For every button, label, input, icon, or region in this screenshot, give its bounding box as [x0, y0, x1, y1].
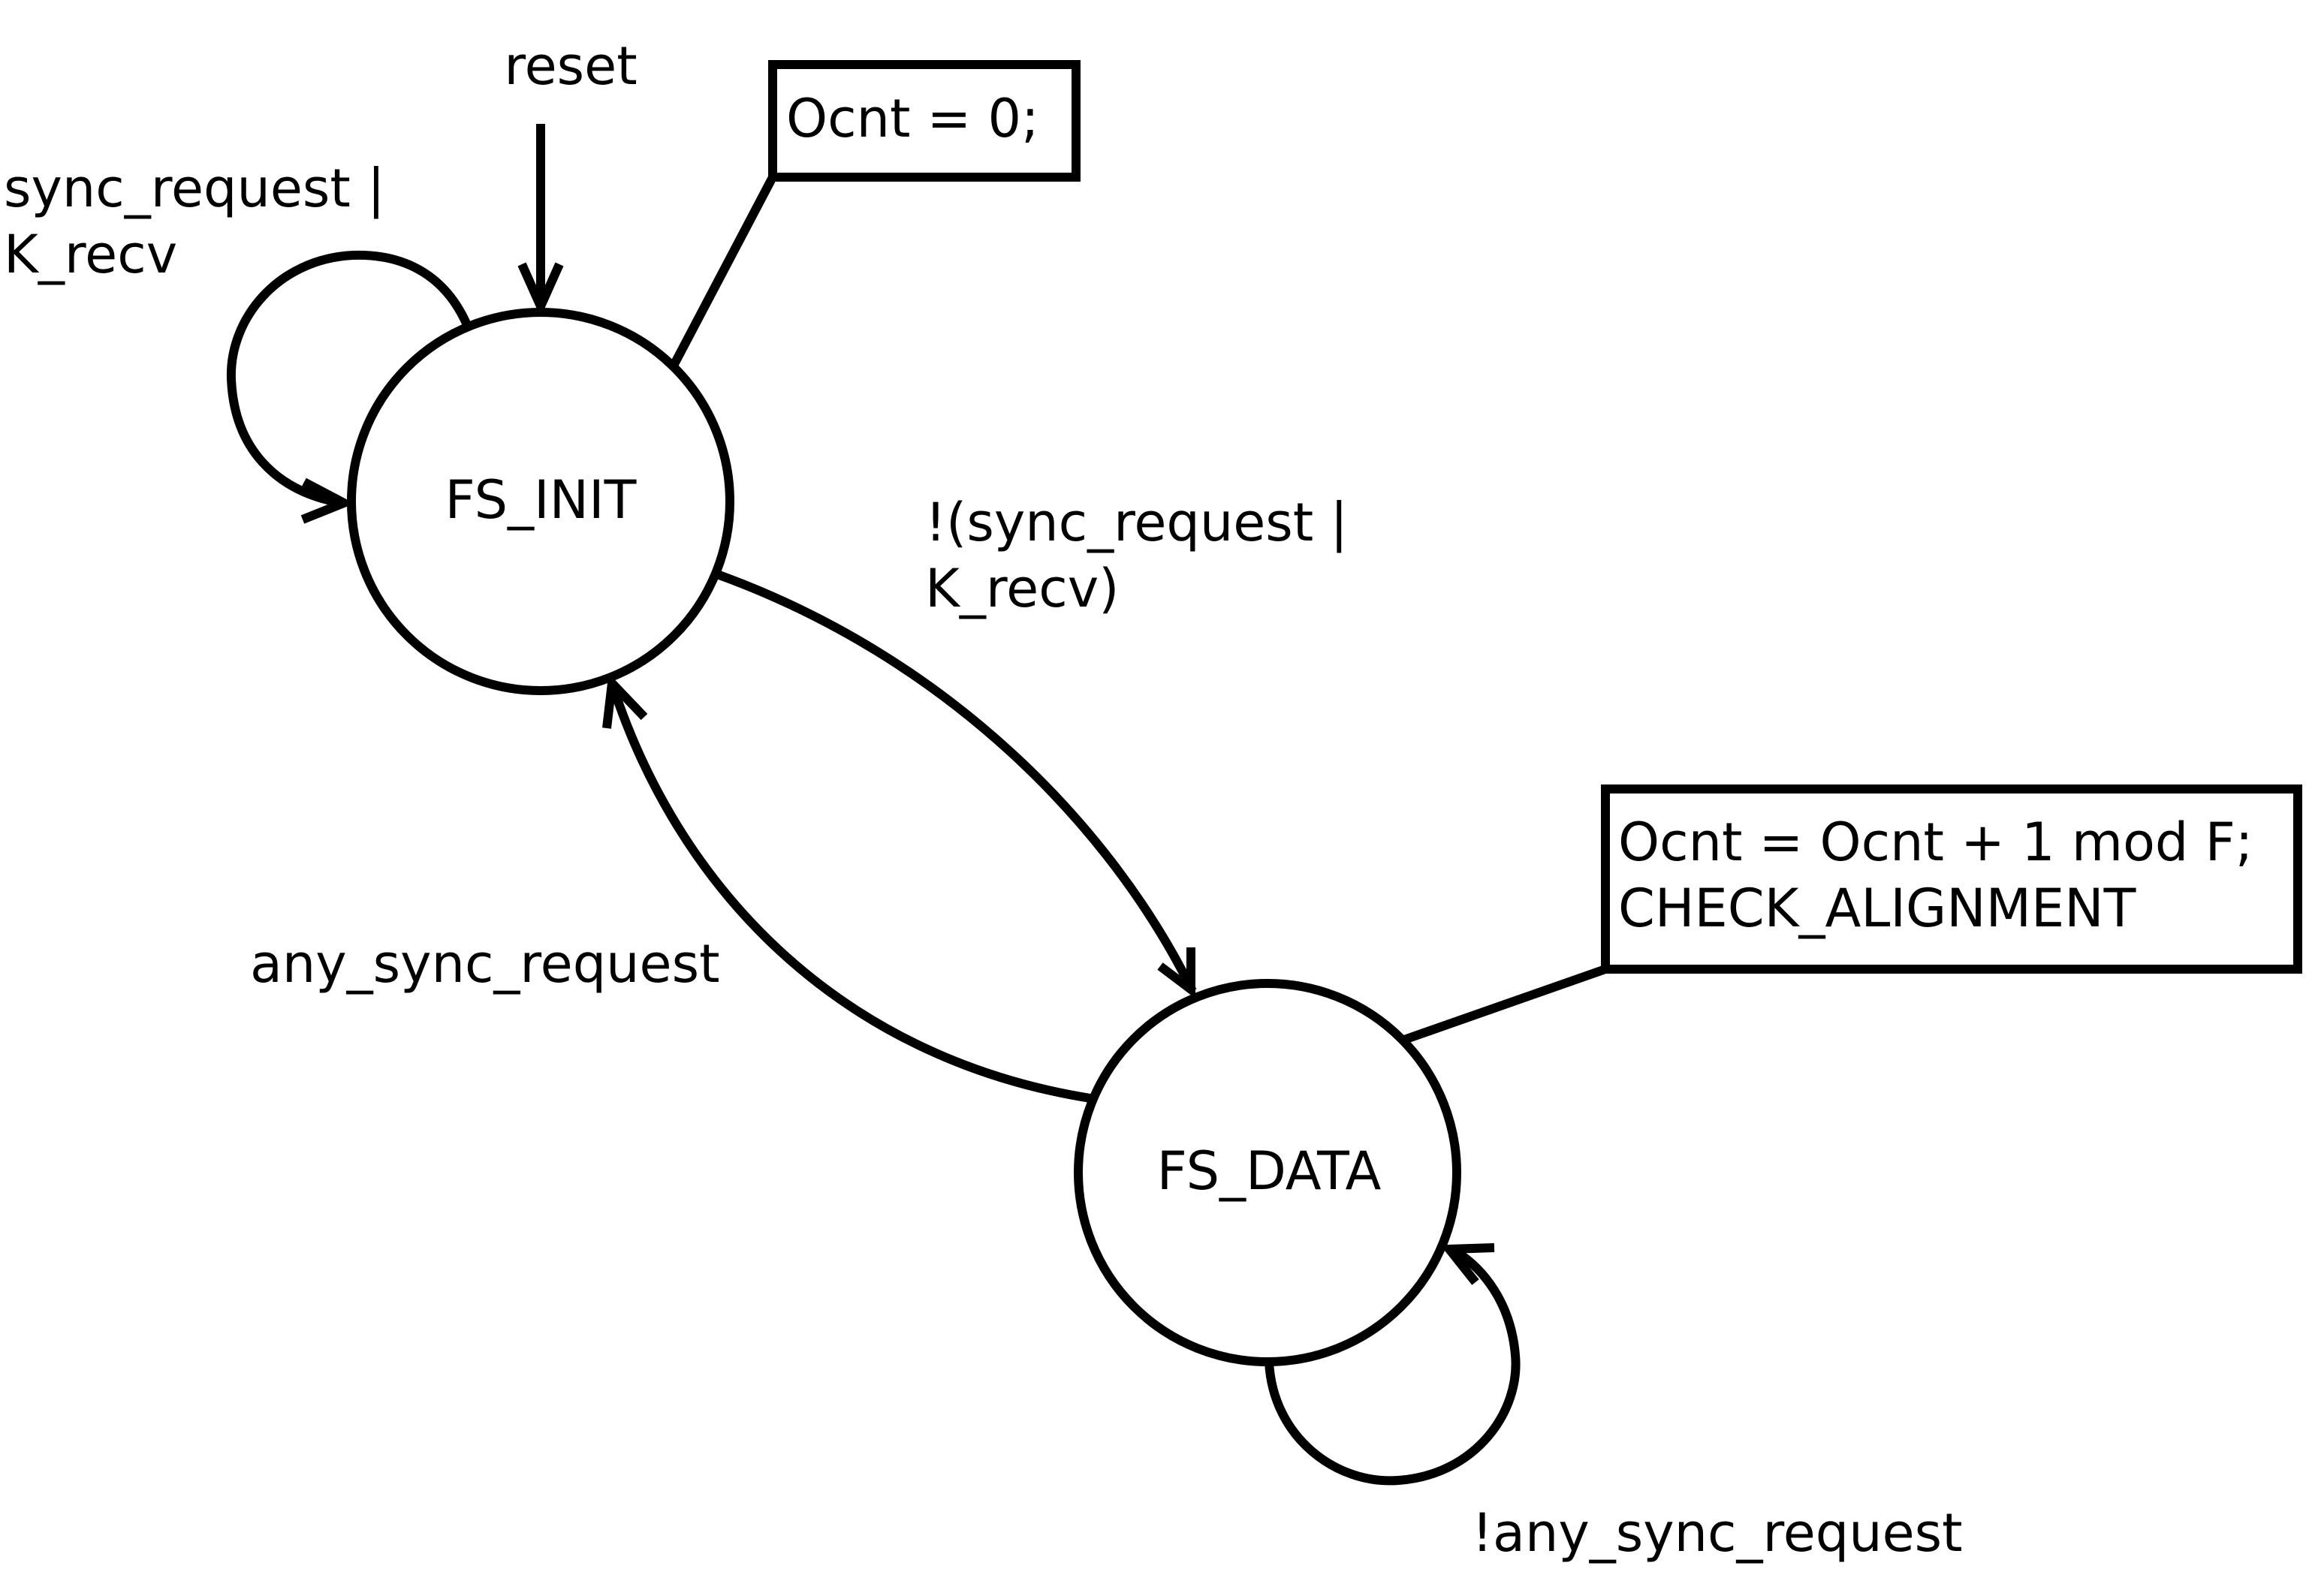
fs-data-self-loop-label: !any_sync_request — [1472, 1502, 1963, 1564]
data-to-init-transition — [602, 673, 1091, 1103]
data-to-init-label: any_sync_request — [250, 933, 720, 995]
fs-data-action-connector — [1403, 965, 1607, 1044]
fs-init-state — [347, 308, 734, 695]
fs-init-action-text: Ocnt = 0; — [786, 88, 1039, 149]
fs-data-state — [1074, 979, 1461, 1366]
reset-arrow — [517, 124, 564, 318]
fs-data-action-line-2: CHECK_ALIGNMENT — [1618, 878, 2136, 939]
fs-data-action-line-1: Ocnt = Ocnt + 1 mod F; — [1618, 812, 2253, 873]
fs-init-self-loop-label-line-2: K_recv — [4, 224, 177, 285]
init-to-data-label-line-1: !(sync_request | — [925, 492, 1348, 553]
fs-init-self-loop-label-line-1: sync_request | — [4, 158, 385, 219]
init-to-data-label-line-2: K_recv) — [925, 558, 1119, 619]
fs-init-action-connector — [669, 175, 777, 368]
fs-init-action-line-1: Ocnt = 0; — [786, 88, 1039, 149]
fs-init-label: FS_INIT — [445, 469, 637, 531]
fs-init-action-box — [768, 60, 1081, 182]
reset-label: reset — [504, 35, 637, 97]
fs-data-self-loop — [1265, 1243, 1521, 1486]
fs-init-self-loop — [226, 250, 472, 524]
fs-data-label: FS_DATA — [1157, 1140, 1382, 1202]
fs-data-action-text: Ocnt = Ocnt + 1 mod F; CHECK_ALIGNMENT — [1618, 812, 2270, 939]
init-to-data-label: !(sync_request | K_recv) — [925, 492, 1364, 619]
init-to-data-transition — [715, 570, 1197, 999]
fs-data-action-box — [1601, 784, 2302, 974]
fs-init-self-loop-label: sync_request | K_recv — [4, 158, 402, 285]
